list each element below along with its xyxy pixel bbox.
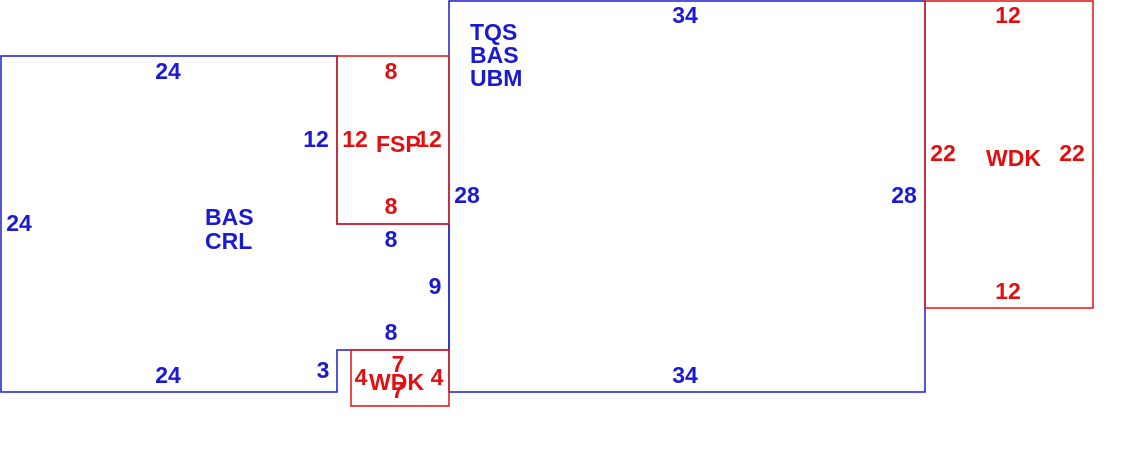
left-block-dim-bottom: 24 — [155, 362, 181, 388]
wdk-right-dim-right: 22 — [1059, 140, 1085, 166]
center-block-dim-right: 28 — [891, 182, 917, 208]
fsp-label: FSP — [376, 131, 421, 157]
left-block-label-1: BAS — [205, 204, 254, 230]
fsp-dim-left: 12 — [342, 126, 368, 152]
wdk-right-dim-top: 12 — [995, 2, 1021, 28]
center-block-label-2: BAS — [470, 42, 519, 68]
fsp-dim-bottom: 8 — [385, 193, 398, 219]
left-block-dim-step-top: 8 — [385, 226, 398, 252]
left-block-dim-left: 24 — [6, 210, 32, 236]
fsp-dim-top: 8 — [385, 58, 398, 84]
center-block-dim-left: 28 — [454, 182, 480, 208]
fsp-outline — [336, 55, 450, 225]
left-block-dim-inner-left: 12 — [303, 126, 329, 152]
left-block-label-2: CRL — [205, 228, 252, 254]
left-block-dim-top: 24 — [155, 58, 181, 84]
fsp-dim-right: 12 — [416, 126, 442, 152]
center-block-dim-bottom: 34 — [672, 362, 698, 388]
left-block-dim-step-bottom: 8 — [385, 319, 398, 345]
center-block-label-1: TQS — [470, 19, 517, 45]
wdk-bottom-dim-top: 7 — [392, 351, 405, 377]
wdk-right-outline — [924, 0, 1094, 309]
center-block-outline — [448, 0, 926, 393]
wdk-bottom-outline — [350, 349, 450, 407]
wdk-right-label: WDK — [986, 145, 1041, 171]
center-block-label-3: UBM — [470, 65, 522, 91]
center-block-dim-top: 34 — [672, 2, 698, 28]
wdk-bottom-dim-bottom: 7 — [392, 377, 405, 403]
wdk-right-dim-left: 22 — [930, 140, 956, 166]
wdk-right-dim-bottom: 12 — [995, 278, 1021, 304]
wdk-bottom-dim-left: 4 — [355, 364, 368, 390]
wdk-bottom-label: WDK — [369, 369, 424, 395]
left-block-dim-notch: 3 — [317, 357, 330, 383]
wdk-bottom-dim-right: 4 — [431, 364, 444, 390]
left-block-dim-step-right: 9 — [429, 273, 442, 299]
